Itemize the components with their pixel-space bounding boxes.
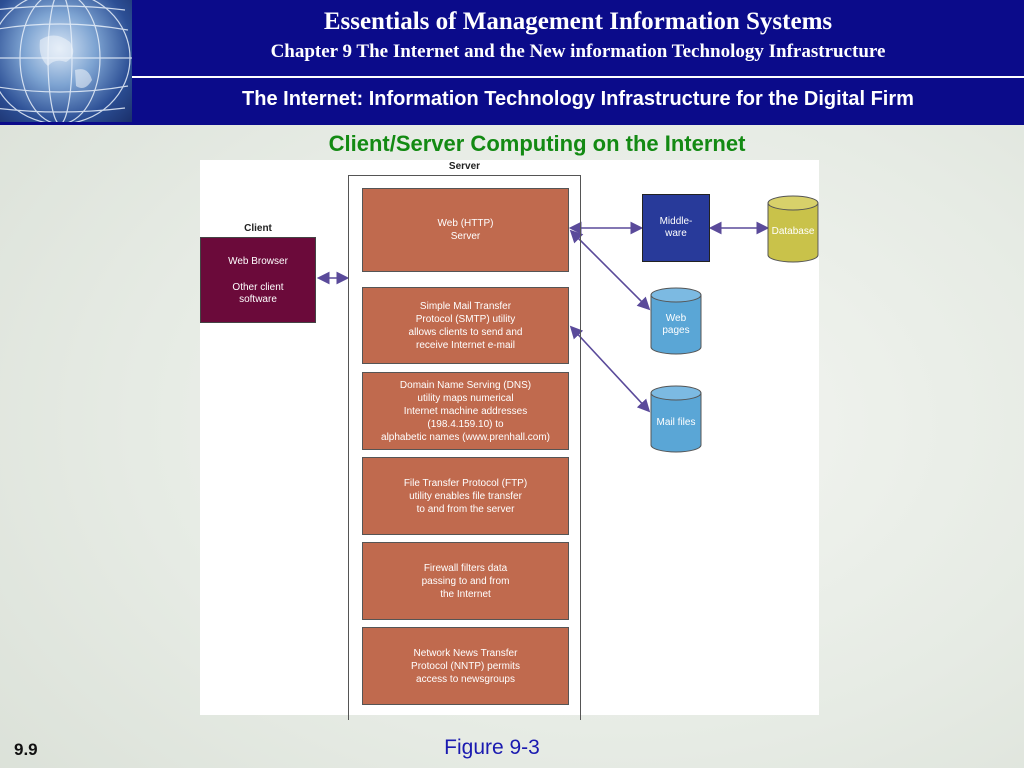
database-icon: [767, 195, 819, 263]
mail-files-icon: [650, 385, 702, 453]
server-label: Server: [448, 161, 481, 172]
client-server-diagram: Client Server Web Browser Other client s…: [200, 160, 819, 720]
web-pages-label: Web pages: [662, 313, 690, 336]
header-divider: [132, 76, 1024, 78]
web-http-server-box: Web (HTTP) Server: [362, 188, 569, 272]
web-pages-cylinder: Web pages: [650, 287, 702, 355]
other-client-software-text: Other client software: [232, 282, 284, 305]
mail-files-label: Mail files: [656, 417, 696, 428]
course-title: Essentials of Management Information Sys…: [323, 8, 833, 35]
client-label: Client: [244, 223, 272, 234]
section-topic: The Internet: Information Technology Inf…: [242, 88, 914, 110]
smtp-box: Simple Mail Transfer Protocol (SMTP) uti…: [362, 287, 569, 364]
database-cylinder: Database: [767, 195, 819, 263]
slide-number: 9.9: [14, 740, 38, 759]
slide-title: Client/Server Computing on the Internet: [328, 131, 746, 156]
client-box: Web Browser Other client software: [200, 237, 316, 323]
nntp-box: Network News Transfer Protocol (NNTP) pe…: [362, 627, 569, 705]
header-bar: Essentials of Management Information Sys…: [0, 0, 1024, 125]
globe-logo: [0, 0, 132, 122]
middleware-box: Middle- ware: [642, 194, 710, 262]
database-label: Database: [771, 226, 815, 237]
firewall-box: Firewall filters data passing to and fro…: [362, 542, 569, 620]
ftp-box: File Transfer Protocol (FTP) utility ena…: [362, 457, 569, 535]
web-pages-icon: [650, 287, 702, 355]
chapter-subtitle: Chapter 9 The Internet and the New infor…: [270, 41, 886, 62]
http-webpages-arrow: [569, 229, 651, 311]
connector-arrows: [316, 221, 770, 413]
web-browser-text: Web Browser: [228, 256, 288, 267]
smtp-mailfiles-arrow: [569, 325, 651, 413]
server-frame: [348, 175, 581, 720]
dns-box: Domain Name Serving (DNS) utility maps n…: [362, 372, 569, 450]
mail-files-cylinder: Mail files: [650, 385, 702, 453]
figure-caption: Figure 9-3: [444, 736, 540, 759]
